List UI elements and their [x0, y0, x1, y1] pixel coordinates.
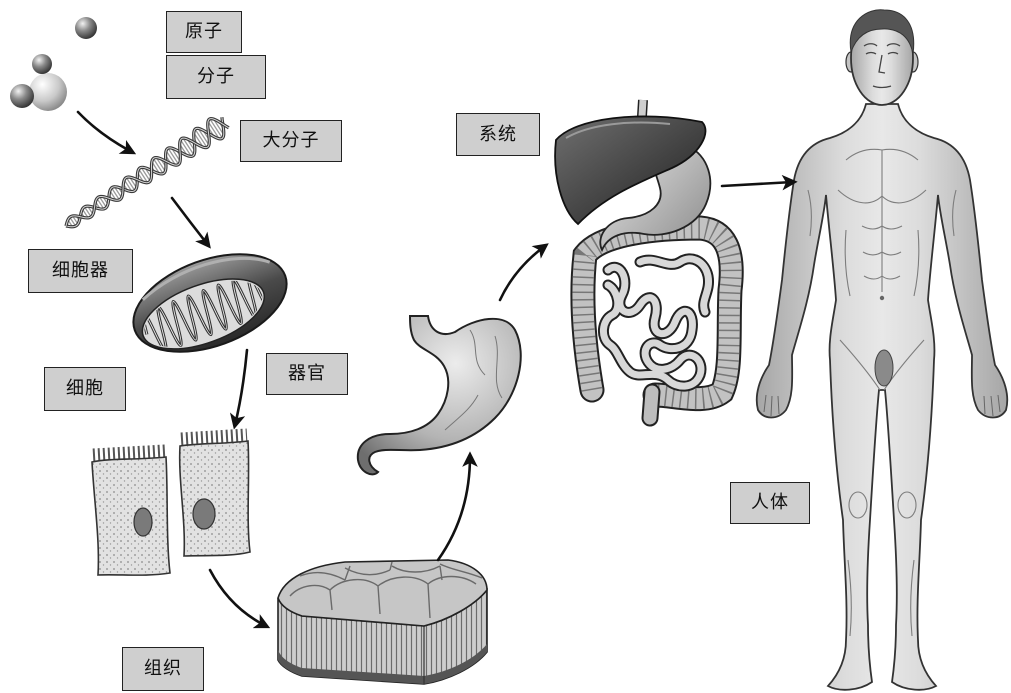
dna-helix-illustration: [60, 113, 232, 236]
stomach-illustration: [358, 316, 521, 474]
cells-illustration: [92, 435, 250, 575]
label-macromolecule: 大分子: [240, 120, 342, 162]
label-atom: 原子: [166, 11, 242, 53]
groin: [875, 350, 893, 386]
cell-body: [180, 441, 250, 556]
arrow-molecule-to-macromolecule: [78, 112, 132, 152]
tissue-illustration: [278, 560, 487, 684]
label-organelle: 细胞器: [28, 249, 133, 293]
molecule-top-sphere: [32, 54, 52, 74]
label-tissue: 组织: [122, 647, 204, 691]
cell-nucleus: [134, 508, 152, 536]
cell-microvilli: [93, 451, 165, 455]
atom-sphere: [75, 17, 97, 39]
mitochondrion-illustration: [120, 235, 300, 371]
label-human-body: 人体: [730, 482, 810, 524]
atoms-molecule-illustration: [10, 17, 97, 111]
rectum: [650, 392, 652, 418]
cell-microvilli: [181, 435, 247, 439]
digestive-system-illustration: [555, 100, 731, 418]
cell-body: [92, 457, 170, 575]
molecule-large-sphere: [29, 73, 67, 111]
finger-lines: [764, 395, 1000, 416]
navel: [880, 296, 884, 300]
label-system: 系统: [456, 113, 540, 156]
dna-base-pair: [85, 207, 91, 217]
label-organ: 器官: [266, 353, 348, 395]
label-molecule: 分子: [166, 55, 266, 99]
arrow-system-to-body: [722, 182, 793, 186]
arrow-organelle-to-cell: [235, 350, 247, 425]
label-cell: 细胞: [44, 367, 126, 411]
molecule-left-sphere: [10, 84, 34, 108]
human-body-illustration: [757, 10, 1008, 690]
cell-nucleus: [193, 499, 215, 529]
arrow-tissue-to-organ: [438, 456, 470, 560]
arrow-organ-to-system: [500, 246, 545, 300]
arrow-cell-to-tissue: [210, 570, 266, 626]
arrow-macromolecule-to-organelle: [172, 198, 208, 245]
